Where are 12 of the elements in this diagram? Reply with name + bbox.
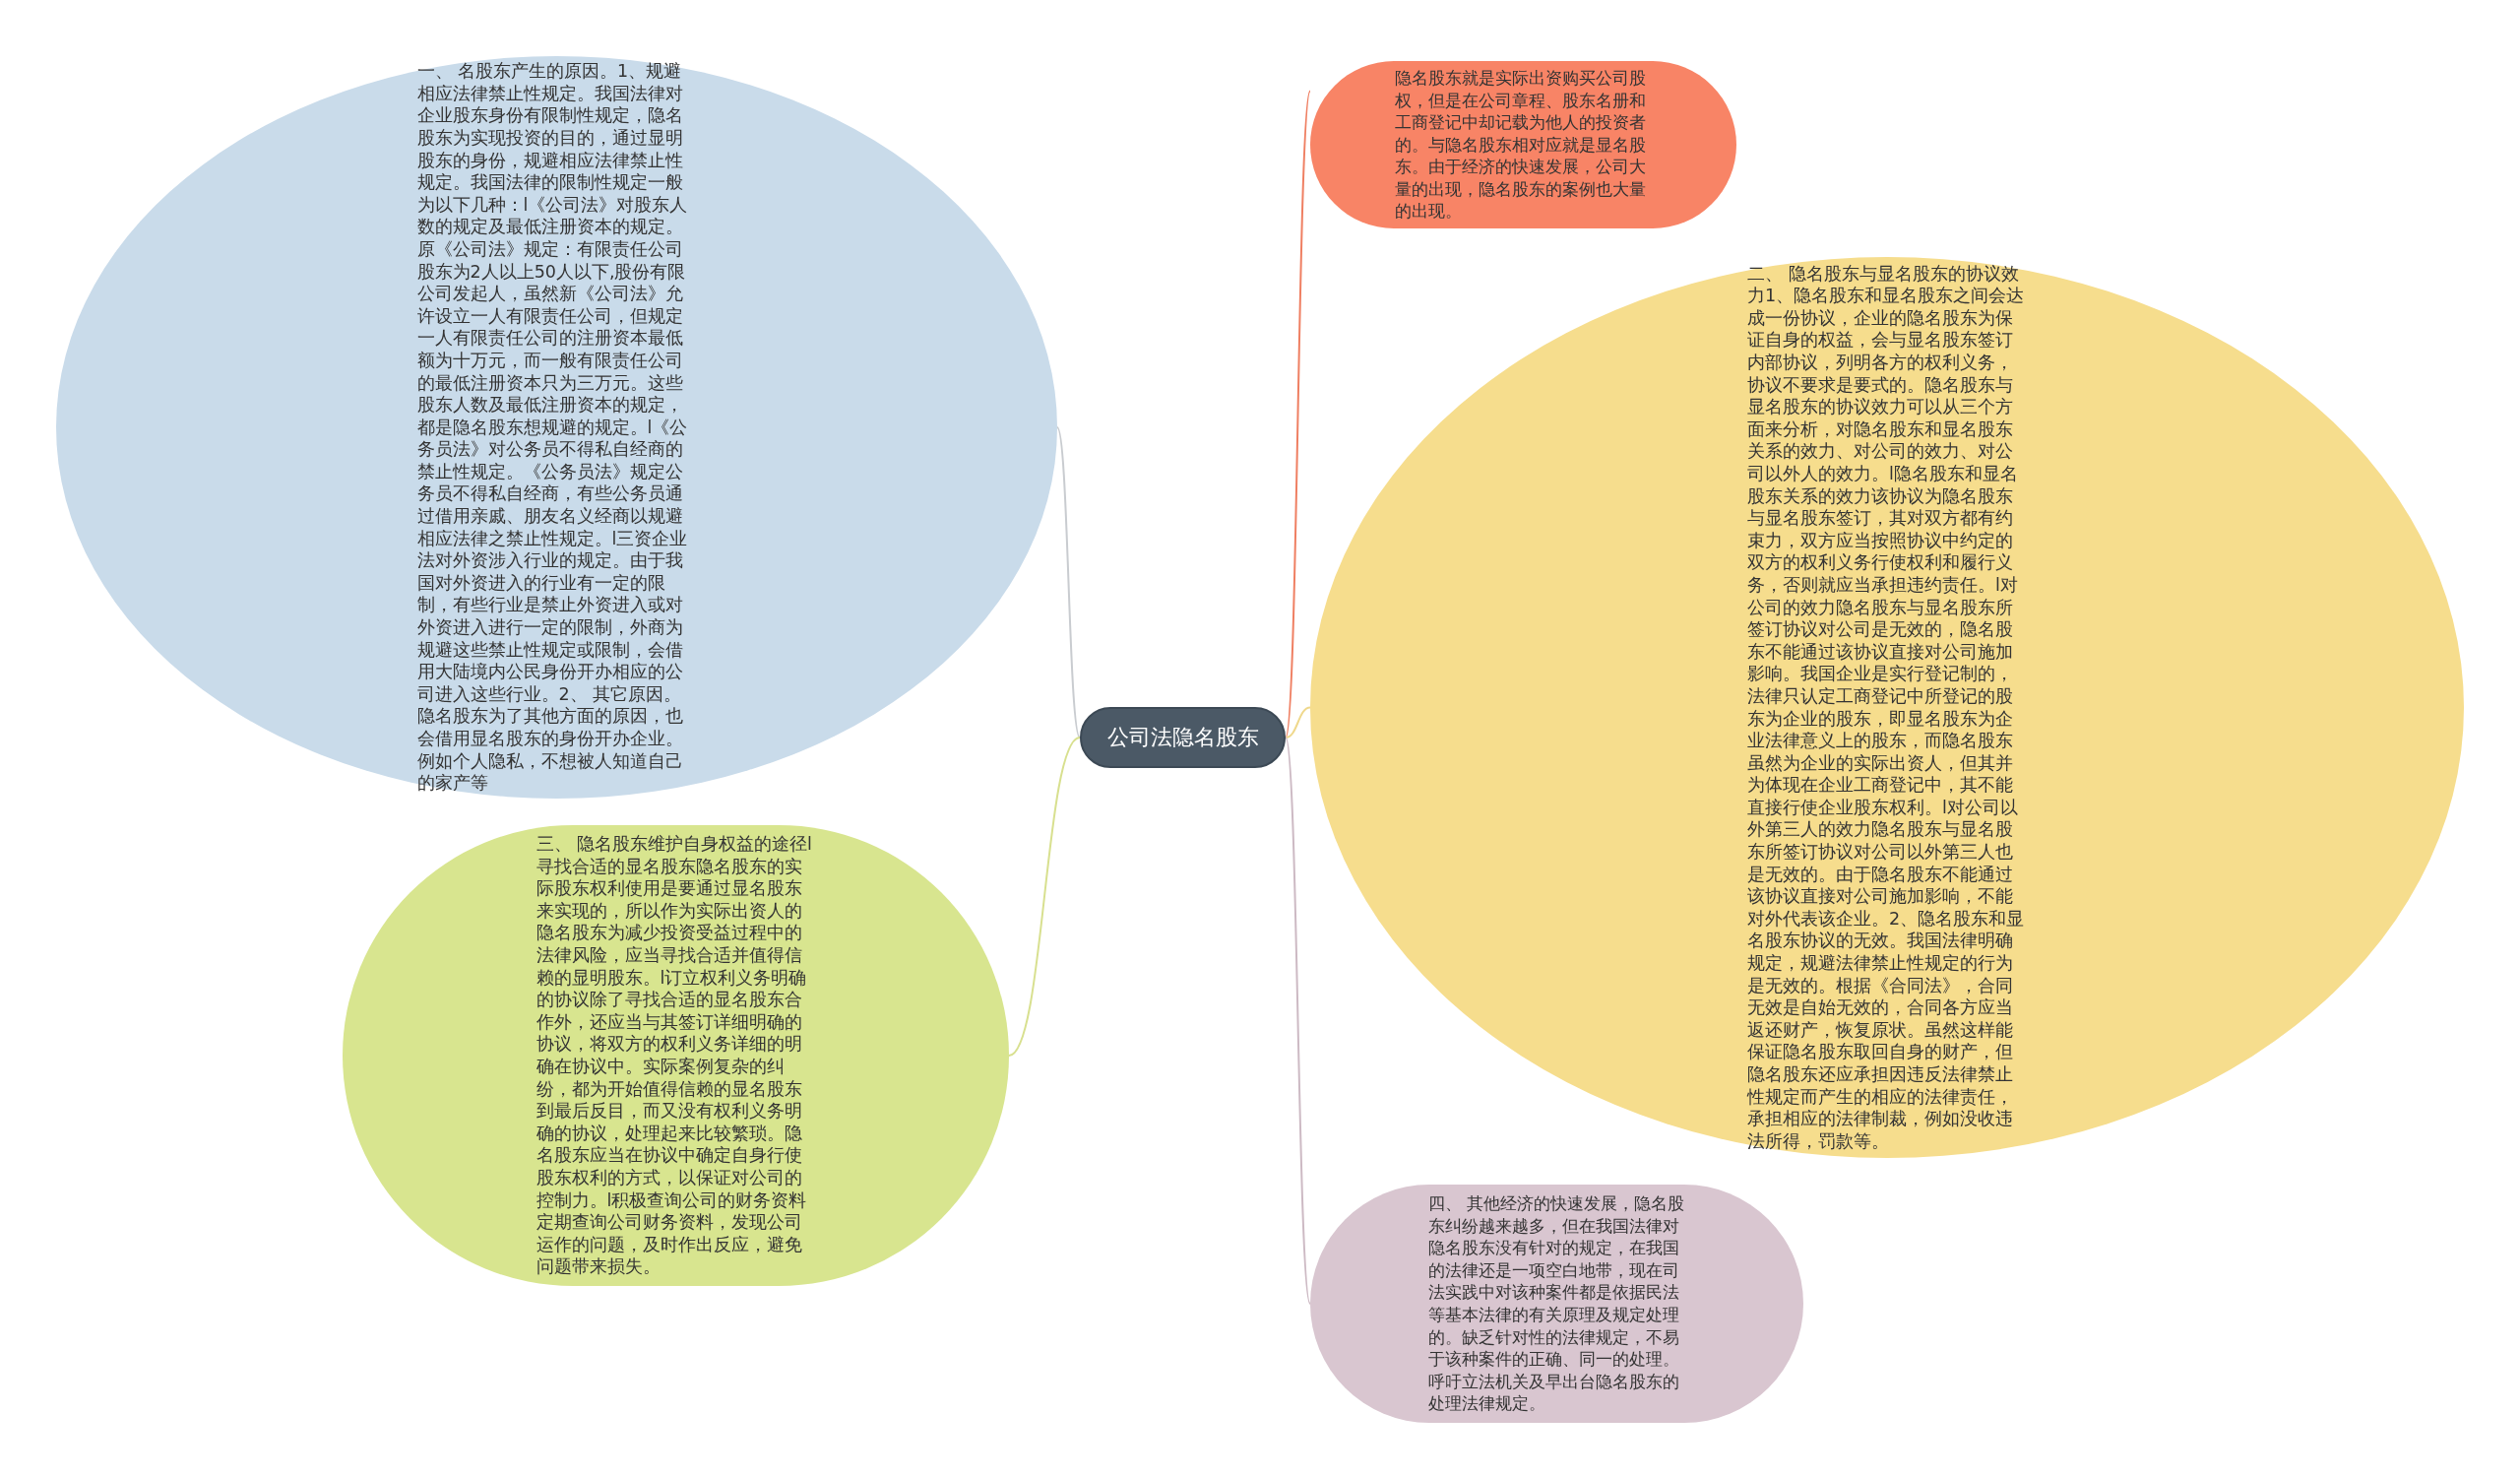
topic-text: 隐名股东就是实际出资购买公司股权，但是在公司章程、股东名册和工商登记中却记载为他人的投资者的。与隐名股东相对应就是显名股东。由于经济的快速发展，公司大量的出现，隐名股东的案例也大量的出现。 bbox=[1394, 66, 1647, 224]
topic-text: 二、 隐名股东与显名股东的协议效力1、隐名股东和显名股东之间会达成一份协议，企业的隐名股东为保证自身的权益，会与显名股东签订内部协议，列明各方的权利义务，协议不要求是要式的。隐名股东与显名股东的协议效力可以从三个方面来分析，对隐名股东和显名股东关系的效力、对公司的效力、对公司以外人的效力。l隐名股东和显名股东关系的效力该协议为隐名股东与显名股东签订，其对双方都有约束力，双方应当按照协议中约定的双方的权利义务行使权利和履行义务，否则就应当承担违约责任。l对公司的效力隐名股东与显名股东所签订协议对公司是无效的，隐名股东不能通过该协议直接对公司施加影响。我国企业是实行登记制的，法律只认定工商登记中所登记的股东为企业的股东，即显名股东为企业法律意义上的股东，而隐名股东虽然为企业的实际出资人，但其并为体现在企业工商登记中，其不能直接行使企业股东权利。l对公司以外第三人的效力隐名股东与显名股东所签订协议对公司以外第三人也是无效的。由于隐名股东不能通过该协议直接对公司施加影响，不能对外代表该企业。2、隐名股东和显名股东协议的无效。我国法律明确规定，规避法律禁止性规定的行为是无效的。根据《合同法》，合同无效是自始无效的，合同各方应当返还财产，恢复原状。虽然这样能保证隐名股东取回自身的财产，但隐名股东还应承担因违反法律禁止性规定而产生的相应的法律责任，承担相应的法律制裁，例如没收违法所得，罚款等。 bbox=[1747, 262, 2026, 1153]
topic-title: 公司法隐名股东 bbox=[1106, 724, 1259, 751]
topic-text: 一、 名股东产生的原因。1、规避相应法律禁止性规定。我国法律对企业股东身份有限制性规定，隐名股东为实现投资的目的，通过显明股东的身份，规避相应法律禁止性规定。我国法律的限制性规定一般为以下几种：l《公司法》对股东人数的规定及最低注册资本的规定。原《公司法》规定：有限责任公司股东为2人以上50人以下,股份有限公司发起人，虽然新《公司法》允许设立一人有限责任公司，但规定一人有限责任公司的注册资本最低额为十万元，而一般有限责任公司的最低注册资本只为三万元。这些股东人数及最低注册资本的规定，都是隐名股东想规避的规定。l《公务员法》对公务员不得私自经商的禁止性规定。《公务员法》规定公务员不得私自经商，有些公务员通过借用亲戚、朋友名义经商以规避相应法律之禁止性规定。l三资企业法对外资涉入行业的规定。由于我国对外资进入的行业有一定的限制，有些行业是禁止外资进入或对外资进入进行一定的限制，外商为规避这些禁止性规定或限制，会借用大陆境内公民身份开办相应的公司进入这些行业。2、 其它原因。隐名股东为了其他方面的原因，也会借用显名股东的身份开办企业。例如个人隐私，不想被人知道自己的家产等 bbox=[416, 60, 689, 795]
connector-line bbox=[1008, 737, 1081, 1057]
topic-text: 四、 其他经济的快速发展，隐名股东纠纷越来越多，但在我国法律对隐名股东没有针对的规定，在我国的法律还是一项空白地带，现在司法实践中对该种案件都是依据民法等基本法律的有关原理及规定处理的。缺乏针对性的法律规定，不易于该种案件的正确、同一的处理。呼吁立法机关及早出台隐名股东的处理法律规定。 bbox=[1427, 1192, 1685, 1415]
connector-line bbox=[1285, 706, 1311, 738]
topic-box bbox=[1080, 707, 1286, 768]
connector-line bbox=[1285, 737, 1311, 1305]
connector-line bbox=[1285, 90, 1311, 738]
connector-line bbox=[1056, 426, 1081, 738]
topic-text: 三、 隐名股东维护自身权益的途径l寻找合适的显名股东隐名股东的实际股东权利使用是要通过显名股东来实现的，所以作为实际出资人的隐名股东为减少投资受益过程中的法律风险，应当寻找合适并值得信赖的显明股东。l订立权利义务明确的协议除了寻找合适的显名股东合作外，还应当与其签订详细明确的协议，将双方的权利义务详细的明确在协议中。实际案例复杂的纠纷，都为开始值得信赖的显名股东到最后反目，而又没有权利义务明确的协议，处理起来比较繁琐。隐名股东应当在协议中确定自身行使股东权利的方式，以保证对公司的控制力。l积极查询公司的财务资料定期查询公司财务资料，发现公司运作的问题，及时作出反应，避免问题带来损失。 bbox=[536, 833, 813, 1278]
